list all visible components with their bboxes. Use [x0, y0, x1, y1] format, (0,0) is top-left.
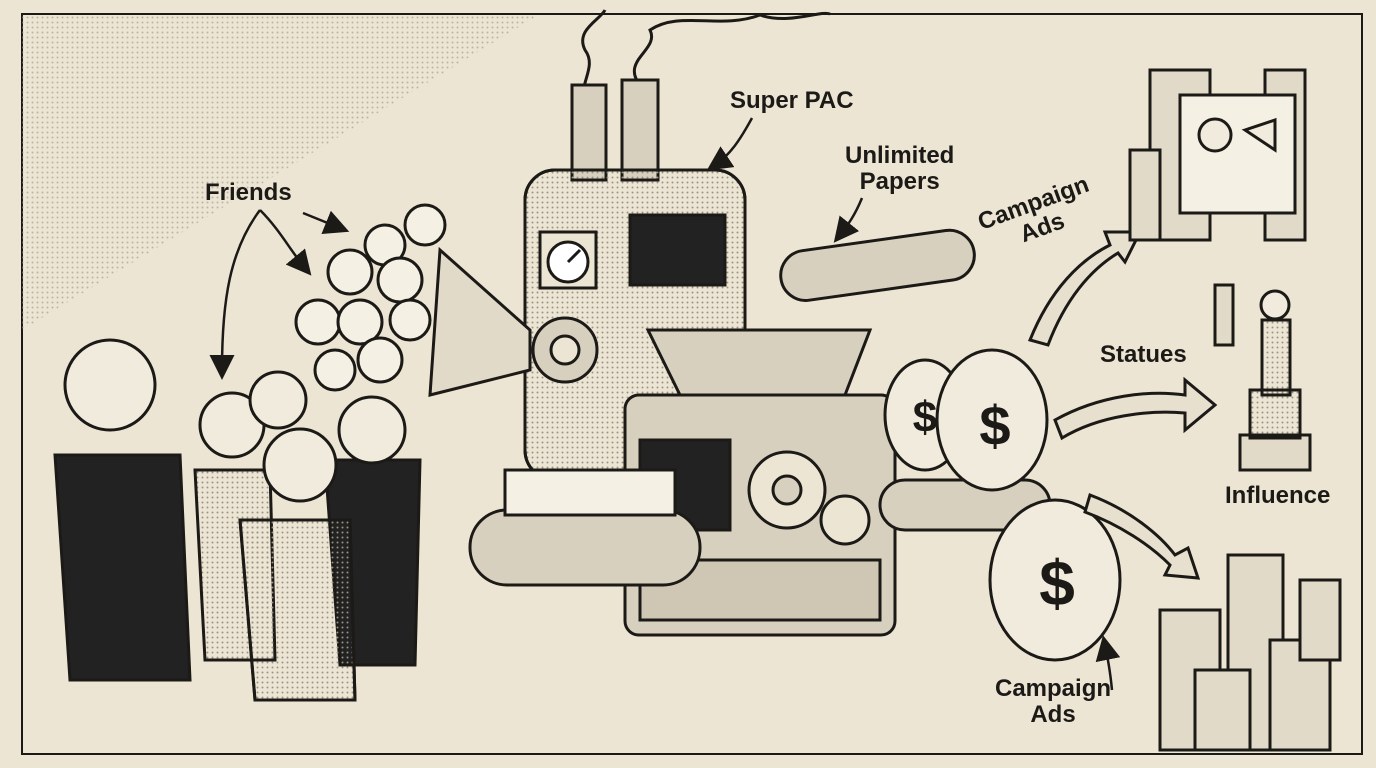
halftone-corner [22, 14, 540, 330]
label-statues: Statues [1100, 341, 1187, 368]
city-skyline [1158, 553, 1342, 752]
group-of-men-in-suits [53, 338, 422, 702]
label-super-pac: Super PAC [730, 87, 854, 114]
funnel-with-papers [294, 203, 532, 397]
dollar-sign-icon: $ [913, 393, 937, 442]
dollar-sign-icon: $ [979, 394, 1010, 457]
city-with-billboard [1128, 68, 1307, 242]
conveyor-belts [468, 228, 1052, 587]
annotation-arrows [209, 117, 1121, 691]
money-bags [883, 348, 1122, 662]
label-campaign-ads-bottom: Campaign Ads [995, 675, 1112, 728]
dollar-sign-icon: $ [1039, 547, 1075, 619]
label-influence: Influence [1225, 482, 1331, 509]
statue-and-man [1213, 283, 1312, 472]
super-pac-machine [523, 78, 897, 637]
label-unlimited-papers: Unlimited Papers [845, 142, 955, 195]
megaphone-icon [1241, 117, 1277, 153]
label-friends: Friends [205, 179, 292, 206]
gear-icon [819, 494, 871, 546]
frame-border [21, 13, 1363, 755]
